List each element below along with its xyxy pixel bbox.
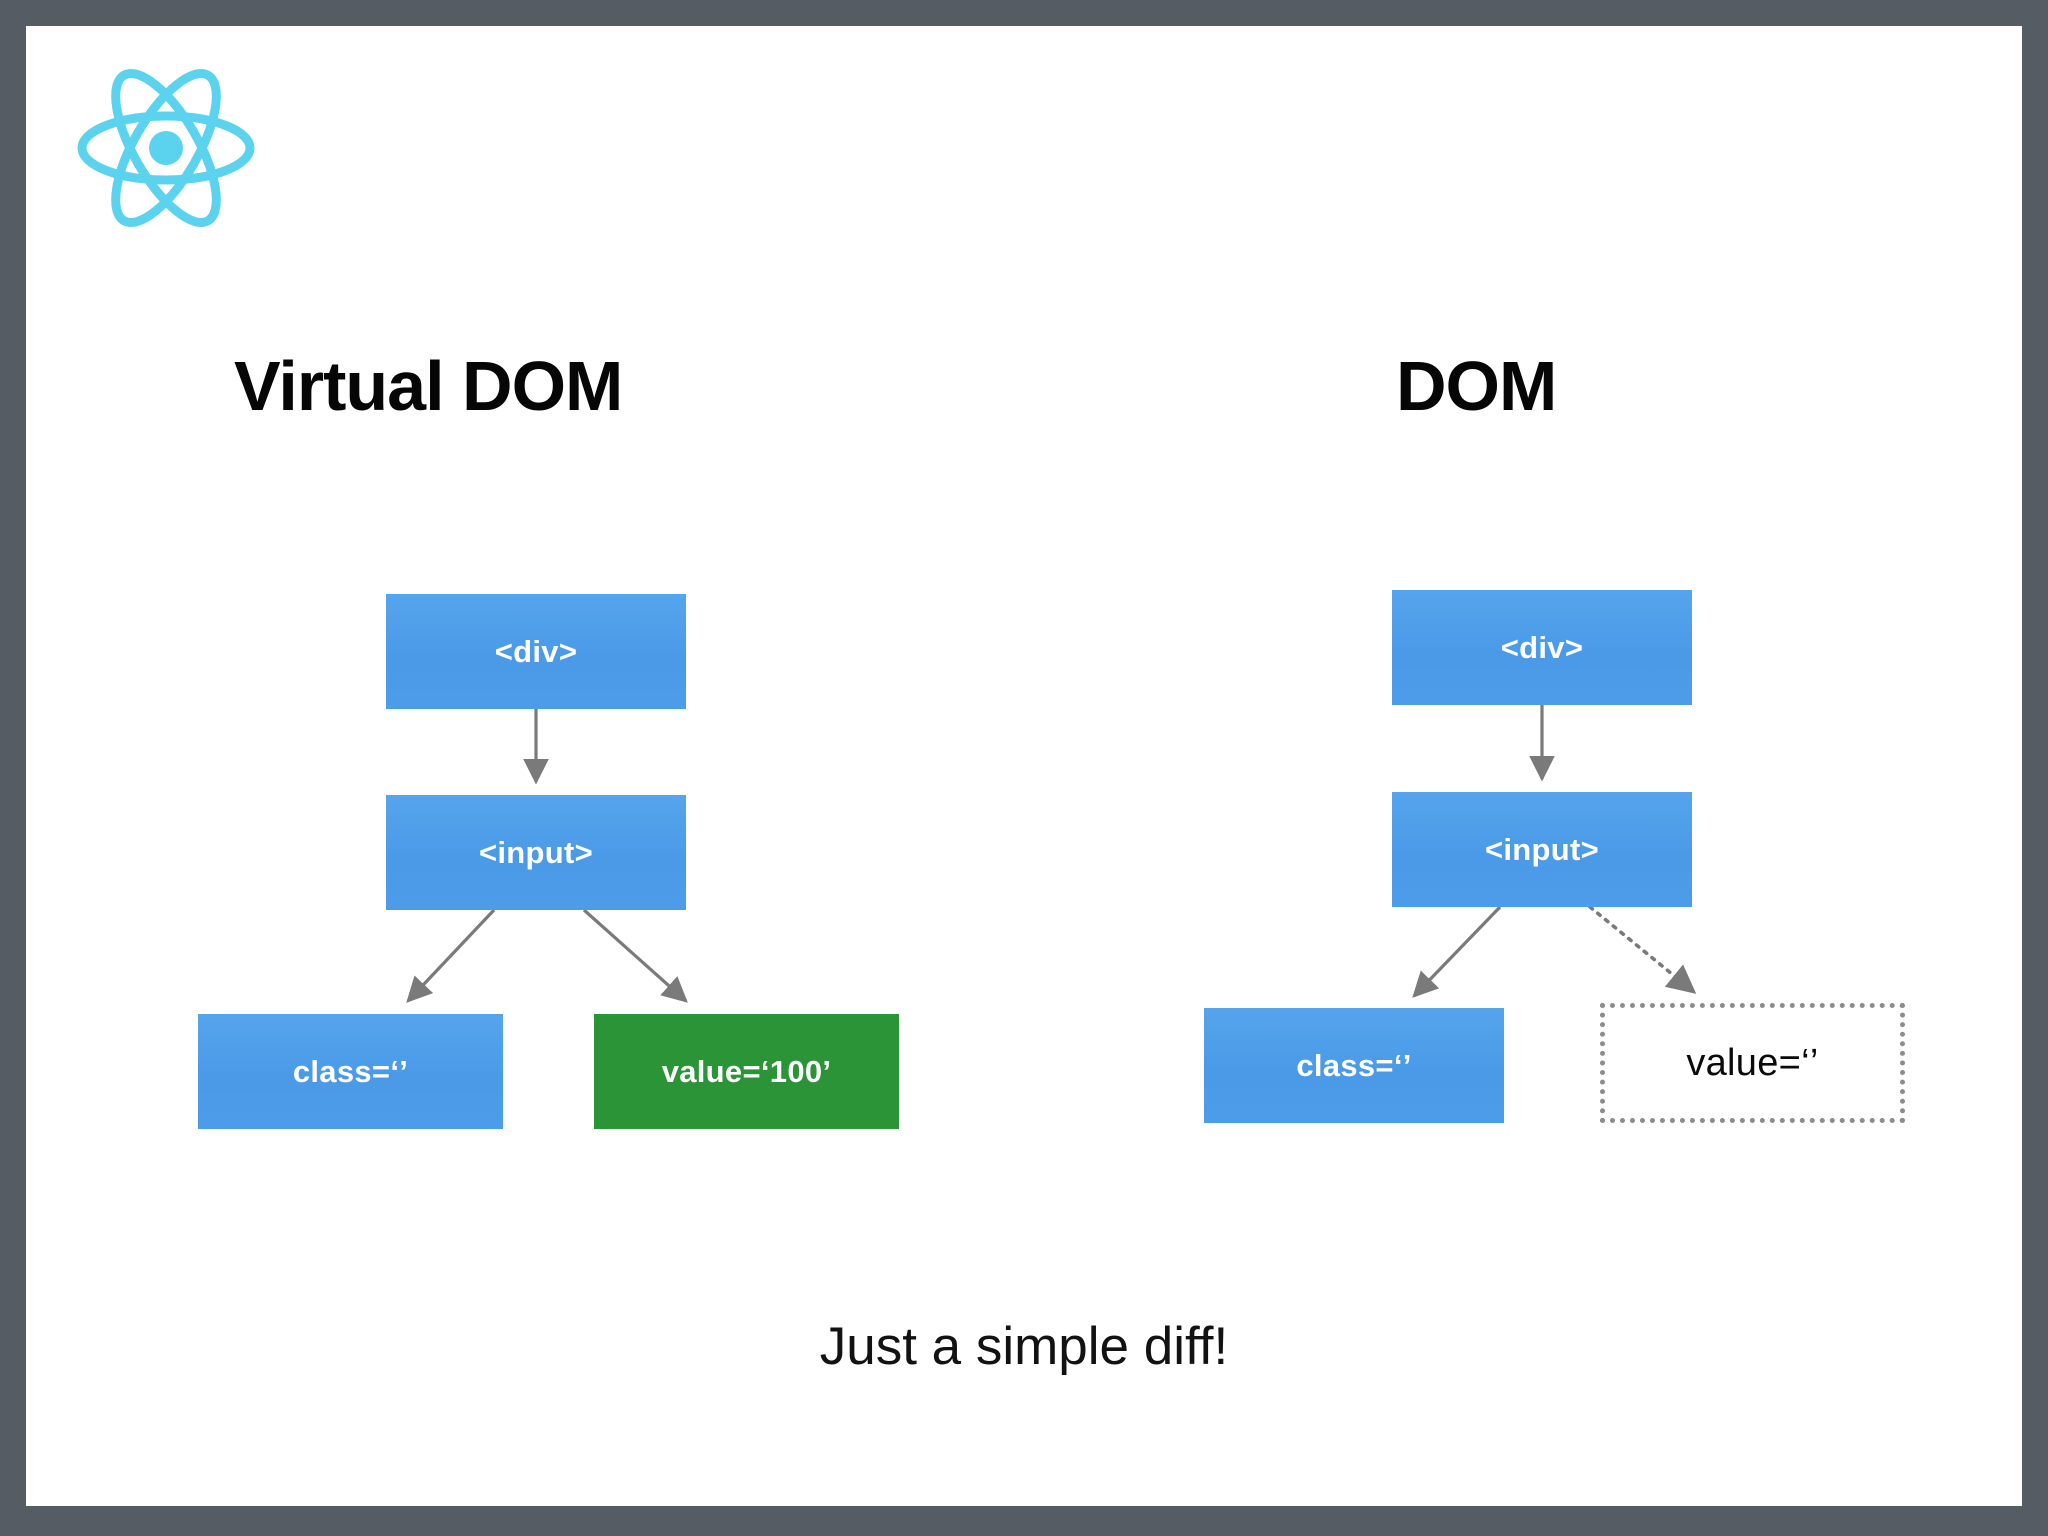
node-dom-class[interactable]: class=‘’: [1204, 1008, 1504, 1123]
edge-dom-input-to-value: [1588, 905, 1697, 994]
react-logo-icon: [66, 48, 266, 248]
tree-edges: [406, 705, 1697, 1003]
node-dom-div[interactable]: <div>: [1392, 590, 1692, 705]
column-title-virtual-dom: Virtual DOM: [234, 347, 623, 425]
column-title-dom: DOM: [1396, 347, 1557, 425]
node-vdom-div[interactable]: <div>: [386, 594, 686, 709]
node-vdom-input[interactable]: <input>: [386, 795, 686, 910]
slide-caption: Just a simple diff!: [819, 1317, 1229, 1376]
edge-vdom-input-to-class: [406, 908, 496, 1003]
slide-canvas: Virtual DOM DOM <div> <input>: [26, 26, 2022, 1506]
node-dom-input[interactable]: <input>: [1392, 792, 1692, 907]
node-vdom-class[interactable]: class=‘’: [198, 1014, 503, 1129]
node-dom-value[interactable]: value=‘’: [1600, 1003, 1905, 1123]
edge-dom-input-to-class: [1412, 905, 1502, 998]
edge-vdom-input-to-value: [582, 908, 688, 1003]
node-vdom-value[interactable]: value=‘100’: [594, 1014, 899, 1129]
